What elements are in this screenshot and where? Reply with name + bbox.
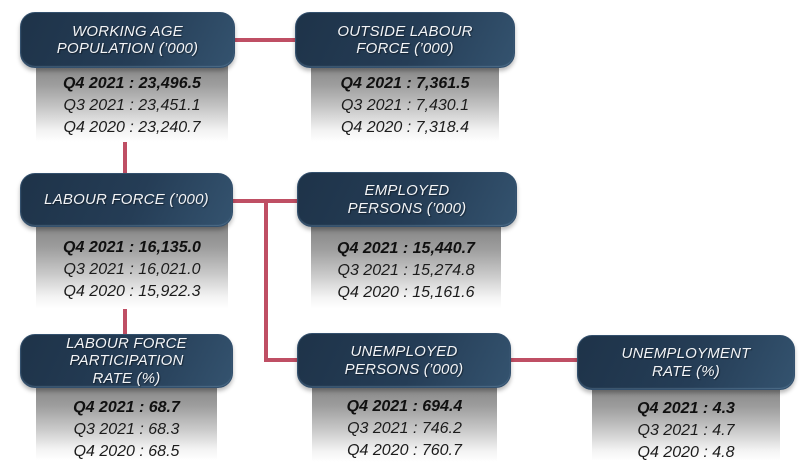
stat-q3-2021: Q3 2021 : 15,274.8 [337,262,475,279]
stat-q4-2021: Q4 2021 : 16,135.0 [63,239,201,256]
node-unemployment-rate-stats: Q4 2021 : 4.3 Q3 2021 : 4.7 Q4 2020 : 4.… [592,384,780,461]
connector-labour-force-to-participation-rate [123,302,127,336]
stat-q4-2021: Q4 2021 : 4.3 [637,400,735,417]
node-unemployment-rate: UNEMPLOYMENT RATE (%) [577,335,795,390]
stat-q3-2021: Q3 2021 : 23,451.1 [63,97,201,114]
node-labour-force-stats: Q4 2021 : 16,135.0 Q3 2021 : 16,021.0 Q4… [36,221,228,309]
node-labour-force-title: LABOUR FORCE (’000) [44,191,209,209]
node-unemployed-persons-title: UNEMPLOYED PERSONS (’000) [344,343,464,378]
node-labour-force-participation-rate: LABOUR FORCE PARTICIPATION RATE (%) [20,334,233,388]
node-employed-persons: EMPLOYED PERSONS (’000) [297,172,517,227]
connector-working-age-to-labour-force [123,137,127,175]
stat-q4-2020: Q4 2020 : 7,318.4 [340,119,470,136]
node-employed-persons-stats: Q4 2021 : 15,440.7 Q3 2021 : 15,274.8 Q4… [311,223,501,309]
stat-q3-2021: Q3 2021 : 7,430.1 [340,97,470,114]
node-outside-labour-force: OUTSIDE LABOUR FORCE (’000) [295,12,515,68]
connector-branch-to-unemployed-vertical [264,199,268,362]
stat-q4-2020: Q4 2020 : 68.5 [73,443,180,460]
stat-q3-2021: Q3 2021 : 4.7 [637,422,735,439]
connector-unemployed-to-unemployment-rate [509,358,579,362]
node-working-age-population: WORKING AGE POPULATION (’000) [20,12,235,68]
stat-q4-2020: Q4 2020 : 23,240.7 [63,119,201,136]
stat-q4-2020: Q4 2020 : 760.7 [347,442,462,459]
stat-q4-2021: Q4 2021 : 7,361.5 [340,75,470,92]
node-outside-labour-force-title: OUTSIDE LABOUR FORCE (’000) [337,22,473,57]
node-unemployed-persons-stats: Q4 2021 : 694.4 Q3 2021 : 746.2 Q4 2020 … [312,382,497,462]
node-labour-force-participation-rate-title: LABOUR FORCE PARTICIPATION RATE (%) [66,334,187,387]
stat-q3-2021: Q3 2021 : 16,021.0 [63,261,201,278]
stat-q4-2021: Q4 2021 : 694.4 [346,398,463,415]
connector-branch-to-unemployed-horizontal [264,358,299,362]
node-labour-force-participation-rate-stats: Q4 2021 : 68.7 Q3 2021 : 68.3 Q4 2020 : … [36,382,217,460]
stat-q4-2021: Q4 2021 : 68.7 [73,399,180,416]
stat-q3-2021: Q3 2021 : 68.3 [73,421,180,438]
node-unemployed-persons: UNEMPLOYED PERSONS (’000) [297,333,511,388]
node-working-age-population-stats: Q4 2021 : 23,496.5 Q3 2021 : 23,451.1 Q4… [36,60,228,142]
node-working-age-population-title: WORKING AGE POPULATION (’000) [56,22,199,57]
connector-working-age-to-outside-labour [233,38,297,42]
stat-q4-2020: Q4 2020 : 15,922.3 [63,283,201,300]
node-unemployment-rate-title: UNEMPLOYMENT RATE (%) [621,345,751,380]
node-employed-persons-title: EMPLOYED PERSONS (’000) [347,182,467,217]
stat-q4-2021: Q4 2021 : 23,496.5 [63,75,201,92]
stat-q4-2020: Q4 2020 : 4.8 [637,444,735,461]
stat-q4-2021: Q4 2021 : 15,440.7 [337,240,475,257]
node-labour-force: LABOUR FORCE (’000) [20,173,233,227]
node-outside-labour-force-stats: Q4 2021 : 7,361.5 Q3 2021 : 7,430.1 Q4 2… [311,60,499,142]
stat-q4-2020: Q4 2020 : 15,161.6 [337,284,475,301]
stat-q3-2021: Q3 2021 : 746.2 [347,420,462,437]
